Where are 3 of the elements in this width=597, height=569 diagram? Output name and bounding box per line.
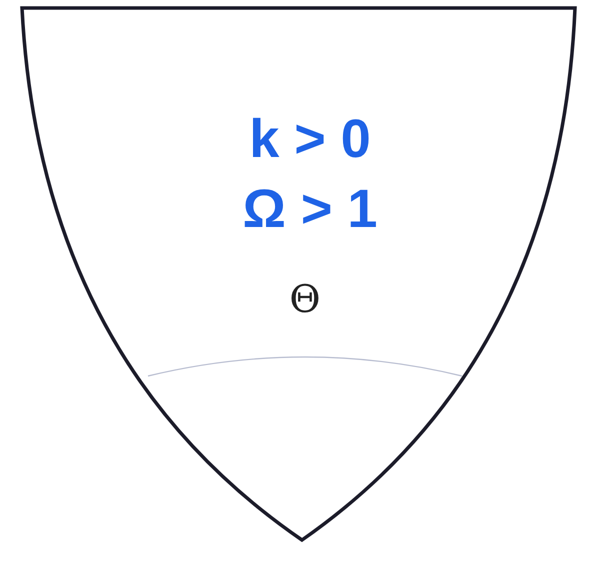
equation-text: k > 0 bbox=[249, 112, 371, 166]
angle-symbol: Θ bbox=[289, 280, 321, 318]
equation-text: Ω > 1 bbox=[242, 182, 378, 236]
